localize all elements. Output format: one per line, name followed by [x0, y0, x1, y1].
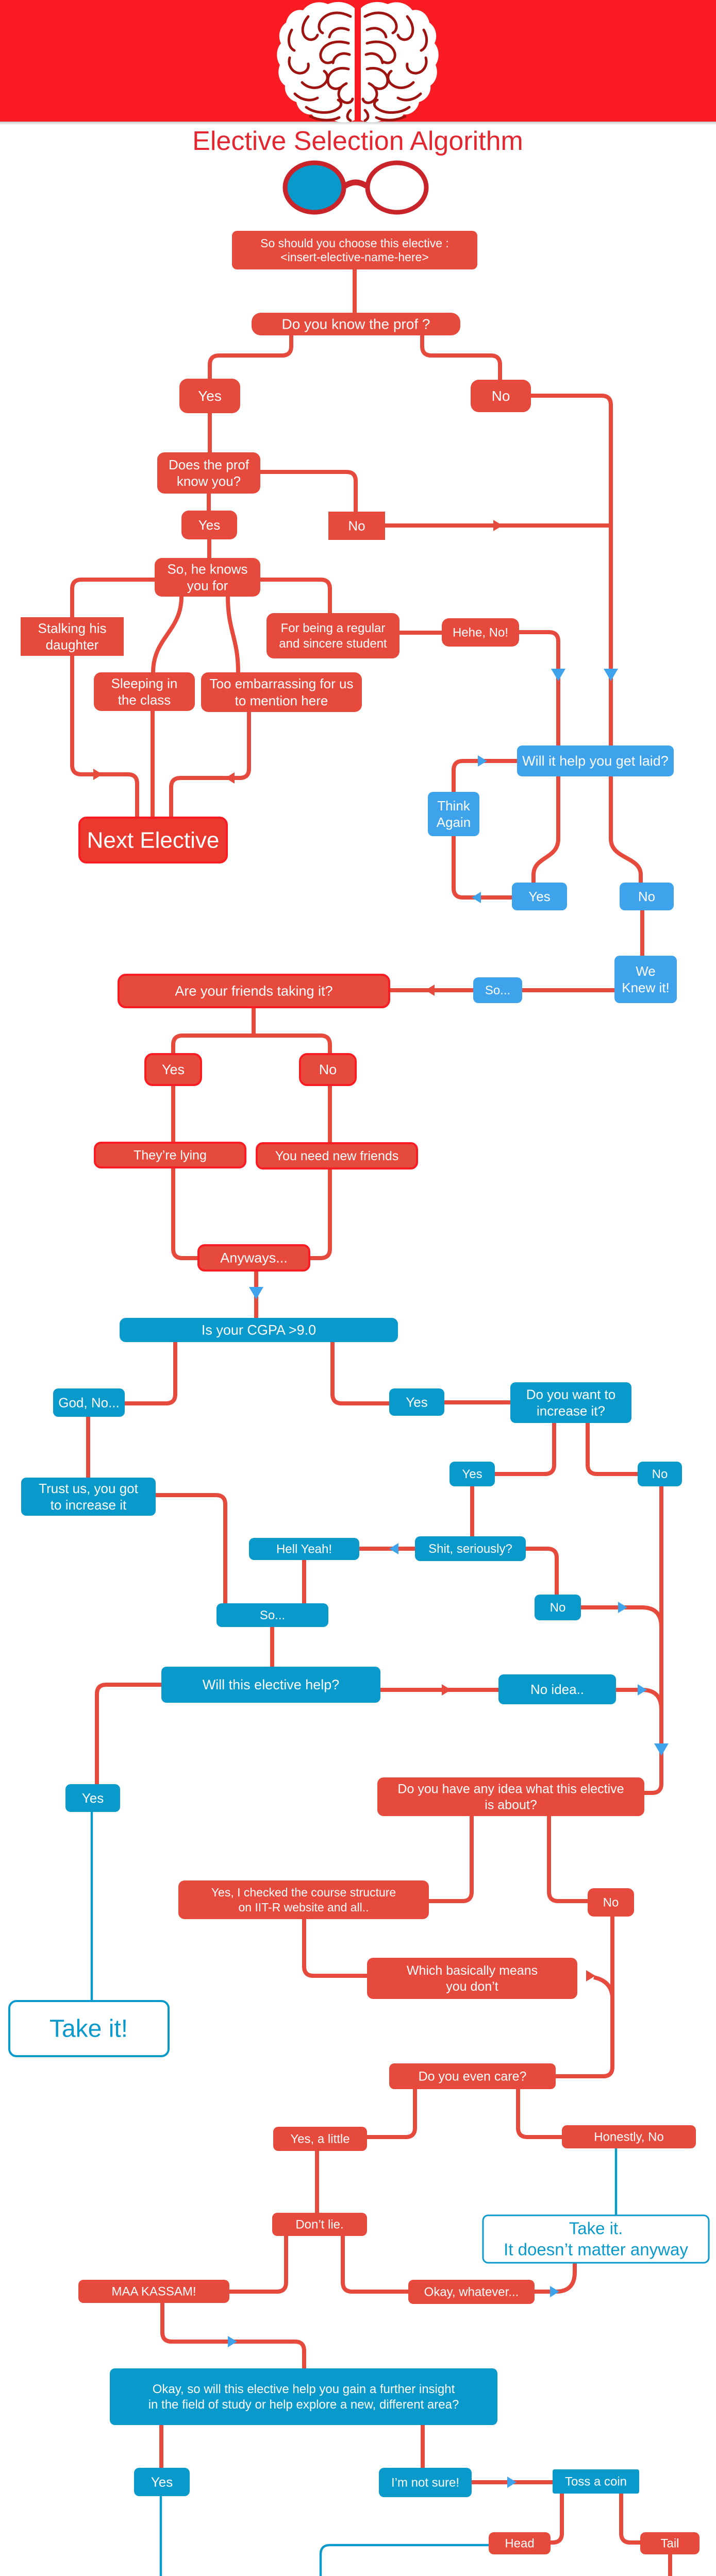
- svg-text:Yes: Yes: [82, 1790, 104, 1806]
- svg-text:Are your friends taking it?: Are your friends taking it?: [175, 984, 332, 999]
- svg-text:Next Elective: Next Elective: [87, 828, 220, 853]
- svg-text:Hehe, No!: Hehe, No!: [453, 626, 508, 640]
- svg-text:Okay, whatever...: Okay, whatever...: [424, 2285, 519, 2299]
- svg-text:in the field of study or help: in the field of study or help explore a …: [148, 2398, 459, 2412]
- svg-text:Yes: Yes: [462, 1467, 482, 1481]
- svg-text:Do you want to: Do you want to: [526, 1386, 615, 1402]
- svg-text:you for: you for: [187, 578, 228, 593]
- svg-text:Okay, so will this elective he: Okay, so will this elective help you gai…: [153, 2382, 455, 2396]
- svg-text:Again: Again: [437, 815, 471, 830]
- svg-text:know you?: know you?: [177, 473, 241, 489]
- svg-text:Honestly, No: Honestly, No: [594, 2130, 664, 2144]
- svg-text:Trust us, you got: Trust us, you got: [39, 1481, 138, 1496]
- svg-text:No: No: [492, 388, 510, 404]
- svg-text:For being a regular: For being a regular: [281, 621, 386, 635]
- svg-text:Which basically means: Which basically means: [407, 1963, 538, 1978]
- svg-text:Yes: Yes: [198, 388, 222, 404]
- svg-text:Too embarrassing for us: Too embarrassing for us: [210, 676, 354, 691]
- svg-text:You need new friends: You need new friends: [275, 1149, 399, 1163]
- svg-text:Think: Think: [437, 798, 471, 814]
- svg-text:Stalking his: Stalking his: [38, 620, 107, 636]
- svg-text:Will this elective help?: Will this elective help?: [203, 1677, 340, 1692]
- svg-text:to mention here: to mention here: [235, 693, 328, 708]
- svg-text:No: No: [348, 518, 365, 533]
- svg-text:on IIT-R website and all..: on IIT-R website and all..: [238, 1901, 369, 1914]
- svg-text:MAA KASSAM!: MAA KASSAM!: [111, 2285, 196, 2299]
- svg-text:No: No: [319, 1062, 337, 1077]
- svg-text:increase it?: increase it?: [537, 1403, 605, 1418]
- svg-text:is about?: is about?: [485, 1798, 537, 1812]
- svg-text:and sincere student: and sincere student: [279, 637, 387, 651]
- svg-text:Yes, I checked the course stru: Yes, I checked the course structure: [211, 1886, 396, 1899]
- svg-text:Yes: Yes: [162, 1062, 185, 1077]
- svg-text:Does the prof: Does the prof: [169, 457, 249, 472]
- svg-text:you don’t: you don’t: [446, 1979, 498, 1994]
- svg-text:Yes: Yes: [406, 1394, 427, 1410]
- svg-text:No: No: [652, 1467, 668, 1481]
- svg-text:Knew it!: Knew it!: [622, 980, 670, 995]
- svg-text:Yes: Yes: [198, 517, 220, 533]
- svg-text:So should you choose this elec: So should you choose this elective :: [260, 236, 449, 250]
- svg-text:They’re lying: They’re lying: [134, 1148, 207, 1163]
- svg-text:Shit, seriously?: Shit, seriously?: [428, 1542, 512, 1556]
- svg-text:Don’t lie.: Don’t lie.: [295, 2218, 343, 2232]
- svg-text:Do you have any idea what this: Do you have any idea what this elective: [397, 1782, 624, 1797]
- svg-text:Do you know the prof ?: Do you know the prof ?: [282, 316, 430, 332]
- svg-text:Take it.: Take it.: [569, 2219, 623, 2238]
- svg-text:No: No: [638, 889, 655, 904]
- svg-text:the class: the class: [118, 692, 171, 707]
- svg-text:<insert-elective-name-here>: <insert-elective-name-here>: [280, 250, 429, 264]
- svg-text:Yes: Yes: [151, 2474, 173, 2489]
- svg-text:No: No: [603, 1896, 619, 1910]
- svg-text:Hell Yeah!: Hell Yeah!: [276, 1543, 332, 1556]
- svg-text:Is your CGPA >9.0: Is your CGPA >9.0: [202, 1323, 316, 1338]
- svg-text:to increase it: to increase it: [51, 1497, 127, 1513]
- svg-text:I’m not sure!: I’m not sure!: [391, 2476, 459, 2490]
- svg-text:No: No: [550, 1601, 566, 1615]
- svg-text:It doesn’t matter anyway: It doesn’t matter anyway: [504, 2240, 688, 2259]
- svg-text:Do you even care?: Do you even care?: [419, 2070, 527, 2084]
- svg-text:Tail: Tail: [660, 2537, 679, 2551]
- svg-text:God, No...: God, No...: [58, 1395, 120, 1410]
- svg-text:Take it!: Take it!: [49, 2015, 128, 2042]
- svg-text:Elective Selection Algorithm: Elective Selection Algorithm: [192, 126, 523, 156]
- svg-text:Sleeping in: Sleeping in: [111, 675, 178, 691]
- svg-text:So...: So...: [260, 1608, 285, 1622]
- svg-text:We: We: [636, 963, 656, 979]
- svg-text:So, he knows: So, he knows: [167, 561, 247, 577]
- svg-text:daughter: daughter: [46, 637, 99, 652]
- svg-text:Yes, a little: Yes, a little: [290, 2132, 349, 2146]
- svg-text:Anyways...: Anyways...: [220, 1250, 288, 1266]
- svg-text:Will it help you get laid?: Will it help you get laid?: [522, 753, 669, 769]
- svg-text:No idea..: No idea..: [530, 1682, 584, 1697]
- svg-text:Head: Head: [505, 2537, 534, 2551]
- svg-text:Toss a coin: Toss a coin: [565, 2475, 627, 2489]
- svg-text:Yes: Yes: [528, 889, 550, 904]
- svg-text:So...: So...: [485, 984, 510, 997]
